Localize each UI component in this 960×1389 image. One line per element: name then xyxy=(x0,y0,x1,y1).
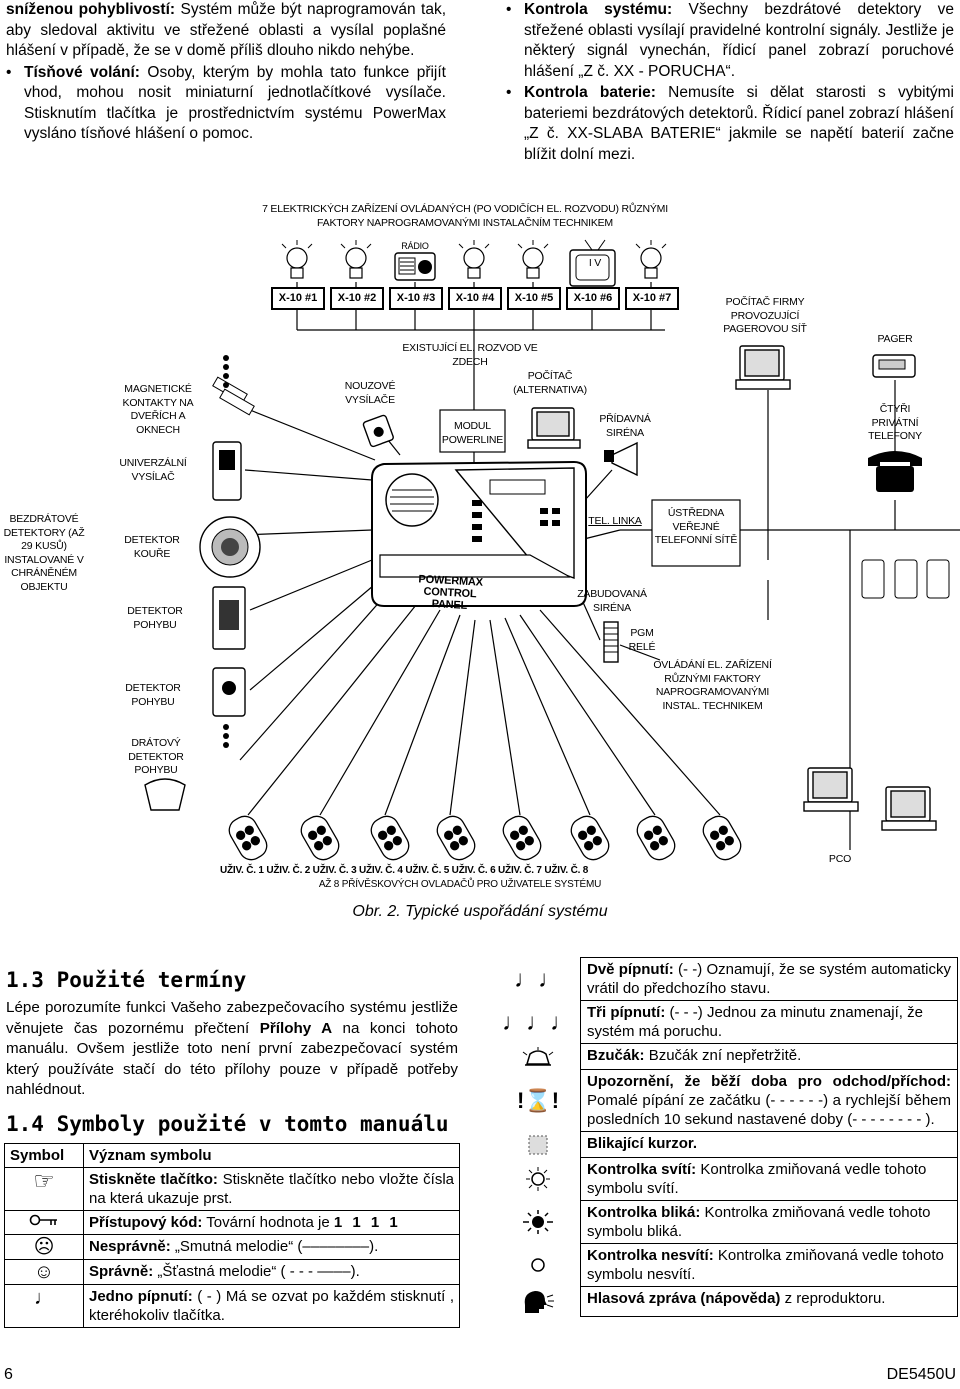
label-appliances: 7 ELEKTRICKÝCH ZAŘÍZENÍ OVLÁDANÝCH (PO V… xyxy=(262,203,668,229)
table-row: Přístupový kód: Tovární hodnota je 1 1 1… xyxy=(4,1210,460,1235)
symbol-table-left: Symbol Význam symbolu ☞ Stiskněte tlačít… xyxy=(4,1143,460,1328)
table-row: ☞ Stiskněte tlačítko: Stiskněte tlačítko… xyxy=(4,1167,460,1211)
x10-module-5: X-10 #5 xyxy=(507,287,561,310)
label-control-el: OVLÁDÁNÍ EL. ZAŘÍZENÍ RŮZNÝMI FAKTORY NA… xyxy=(653,659,772,712)
led-on-icon xyxy=(496,1158,581,1201)
table-row: ♩♩ Dvě pípnutí: (- -) Oznamují, že se sy… xyxy=(496,957,958,1001)
section-13-heading: 1.3 Použité termíny xyxy=(6,968,247,992)
led-off-icon xyxy=(496,1244,581,1287)
triple-note-icon: ♩♩♩ xyxy=(502,1008,574,1036)
label-panel: POWERMAX CONTROL PANEL xyxy=(418,573,484,612)
label-motion-1: DETEKTOR POHYBU xyxy=(127,605,183,631)
table-row: Kontrolka svítí: Kontrolka zmiňovaná ved… xyxy=(496,1157,958,1201)
x10-module-2: X-10 #2 xyxy=(330,287,384,310)
label-motion-2: DETEKTOR POHYBU xyxy=(125,682,181,708)
diagram-wiring xyxy=(144,239,960,861)
table-row: Kontrolka bliká: Kontrolka zmiňovaná ved… xyxy=(496,1200,958,1244)
key-icon xyxy=(4,1210,84,1235)
paragraph-emergency-call: Tísňové volání: Osoby, kterým by mohla t… xyxy=(6,63,446,145)
table-row: Blikající kurzor. xyxy=(496,1131,958,1158)
single-note-icon: ♩ xyxy=(4,1284,84,1328)
radio-icon xyxy=(394,252,436,288)
label-pc-alt: POČÍTAČ (ALTERNATIVA) xyxy=(513,370,587,396)
label-wired-motion: DRÁTOVÝ DETEKTOR POHYBU xyxy=(128,737,184,776)
label-module-powerline: MODUL POWERLINE xyxy=(441,420,504,446)
figure-caption: Obr. 2. Typické uspořádání systému xyxy=(352,903,608,920)
label-builtin-siren: ZABUDOVANÁ SIRÉNA xyxy=(577,588,647,614)
label-wireless-detectors: BEZDRÁTOVÉ DETEKTORY (AŽ 29 KUSŮ) INSTAL… xyxy=(3,513,85,593)
table-row: ☺ Správně: „Šťastná melodie“ ( - - - –––… xyxy=(4,1259,460,1285)
table-header-row: Symbol Význam symbolu xyxy=(4,1143,460,1168)
label-users: UŽIV. Č. 1 UŽIV. Č. 2 UŽIV. Č. 3 UŽIV. Č… xyxy=(220,865,589,876)
sad-face-icon: ☹ xyxy=(4,1234,84,1260)
label-keyfobs: AŽ 8 PŘÍVĚSKOVÝCH OVLADAČŮ PRO UŽIVATELE… xyxy=(318,879,602,890)
label-exchange: ÚSTŘEDNA VEŘEJNÉ TELEFONNÍ SÍTĚ xyxy=(654,507,738,546)
table-row: !⌛! Upozornění, že běží doba pro odchod/… xyxy=(496,1069,958,1132)
label-tv: I V xyxy=(588,257,602,269)
section-14-heading: 1.4 Symboly použité v tomto manuálu xyxy=(6,1112,449,1136)
label-emergency: NOUZOVÉ VYSÍLAČE xyxy=(344,380,396,406)
paragraph-reduced-mobility: sníženou pohyblivostí: Systém může být n… xyxy=(6,1,446,59)
paragraph-system-check: Kontrola systému: Všechny bezdrátové det… xyxy=(506,0,954,82)
label-pc-firm: POČÍTAČ FIRMY PROVOZUJÍCÍ PAGEROVOU SÍŤ xyxy=(723,296,807,335)
label-tel-line: TEL. LINKA xyxy=(588,515,642,527)
label-pco: PCO xyxy=(828,853,852,865)
label-pgm: PGM RELÉ xyxy=(628,627,656,653)
x10-module-1: X-10 #1 xyxy=(271,287,325,310)
header-symbol: Symbol xyxy=(4,1143,84,1168)
tv-icon xyxy=(569,239,616,287)
hourglass-warning-icon: !⌛! xyxy=(516,1088,560,1113)
label-radio: RÁDIO xyxy=(401,241,429,251)
document-code: DE5450U xyxy=(886,1366,956,1383)
label-universal: UNIVERZÁLNÍ VYSÍLAČ xyxy=(119,457,187,483)
x10-module-7: X-10 #7 xyxy=(625,287,679,310)
blinking-cursor-icon xyxy=(496,1132,581,1158)
header-meaning: Význam symbolu xyxy=(83,1143,460,1168)
table-row: Bzučák: Bzučák zní nepřetržitě. xyxy=(496,1043,958,1070)
speaker-head-icon xyxy=(496,1287,581,1317)
led-blinking-icon xyxy=(496,1201,581,1244)
magnetic-contact-icon xyxy=(212,376,255,416)
symbol-table-right: ♩♩ Dvě pípnutí: (- -) Oznamují, že se sy… xyxy=(496,957,958,1317)
label-extra-siren: PŘÍDAVNÁ SIRÉNA xyxy=(599,413,651,439)
table-row: ♩ Jedno pípnutí: ( - ) Má se ozvat po ka… xyxy=(4,1284,460,1328)
table-row: ♩♩♩ Tři pípnutí: (- - -) Jednou za minut… xyxy=(496,1000,958,1044)
label-magnetic: MAGNETICKÉ KONTAKTY NA DVEŘÍCH A OKNECH xyxy=(122,383,194,436)
buzzer-icon xyxy=(496,1044,581,1070)
x10-module-6: X-10 #6 xyxy=(566,287,620,310)
label-smoke: DETEKTOR KOUŘE xyxy=(124,534,180,560)
paragraph-battery-check: Kontrola baterie: Nemusíte si dělat star… xyxy=(506,83,954,165)
left-intro-column: sníženou pohyblivostí: Systém může být n… xyxy=(6,0,446,146)
label-existing-wiring: EXISTUJÍCÍ EL. ROZVOD VE ZDECH xyxy=(402,342,538,368)
system-diagram: 7 ELEKTRICKÝCH ZAŘÍZENÍ OVLÁDANÝCH (PO V… xyxy=(0,195,960,895)
double-note-icon: ♩♩ xyxy=(514,965,562,993)
powermax-panel-graphic xyxy=(371,460,587,607)
table-row: Kontrolka nesvítí: Kontrolka zmiňovaná v… xyxy=(496,1243,958,1287)
pointing-finger-icon: ☞ xyxy=(4,1167,84,1211)
section-13-text: Lépe porozumíte funkci Vašeho zabezpečov… xyxy=(6,999,459,1098)
page-number: 6 xyxy=(4,1366,13,1383)
x10-module-4: X-10 #4 xyxy=(448,287,502,310)
label-four-phones: ČTYŘI PRIVÁTNÍ TELEFONY xyxy=(868,403,922,442)
x10-module-3: X-10 #3 xyxy=(389,287,443,310)
label-pager: PAGER xyxy=(877,333,913,345)
right-intro-column: Kontrola systému: Všechny bezdrátové det… xyxy=(506,0,954,166)
happy-face-icon: ☺ xyxy=(4,1259,84,1285)
table-row: ☹ Nesprávně: „Smutná melodie“ (––––––––)… xyxy=(4,1234,460,1260)
table-row: Hlasová zpráva (nápověda) z reproduktoru… xyxy=(496,1286,958,1317)
